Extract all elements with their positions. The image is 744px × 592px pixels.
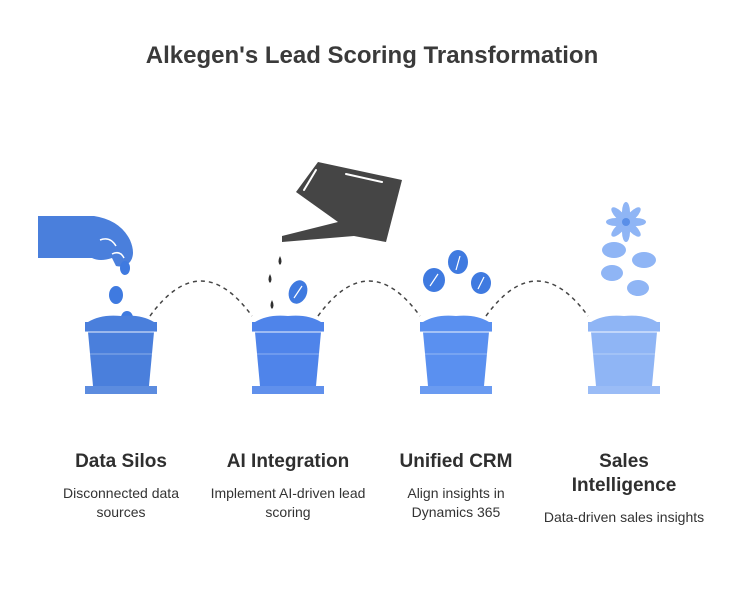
pot-3 — [420, 315, 492, 394]
stage-title-4: Sales Intelligence — [571, 451, 677, 496]
pot-1 — [85, 315, 157, 394]
stage-title-3: Unified CRM — [399, 451, 513, 472]
watering-can-icon — [268, 162, 402, 309]
stage-title-1: Data Silos — [75, 451, 167, 472]
hand-icon — [38, 216, 133, 325]
leaves-icon — [423, 250, 491, 294]
stage-description-3: Align insights in Dynamics 365 — [407, 485, 505, 520]
connector-3 — [485, 280, 589, 317]
flower-icon — [601, 202, 656, 296]
stage-description-2: Implement AI-driven lead scoring — [210, 485, 366, 520]
stage-title-2: AI Integration — [226, 451, 350, 472]
stage-description-1: Disconnected data sources — [63, 485, 179, 520]
pot-2 — [252, 315, 324, 394]
connector-1 — [149, 280, 253, 317]
stage-description-4: Data-driven sales insights — [543, 509, 705, 525]
page-title: Alkegen's Lead Scoring Transformation — [145, 42, 599, 69]
connector-2 — [317, 280, 421, 317]
pot-4 — [588, 315, 660, 394]
